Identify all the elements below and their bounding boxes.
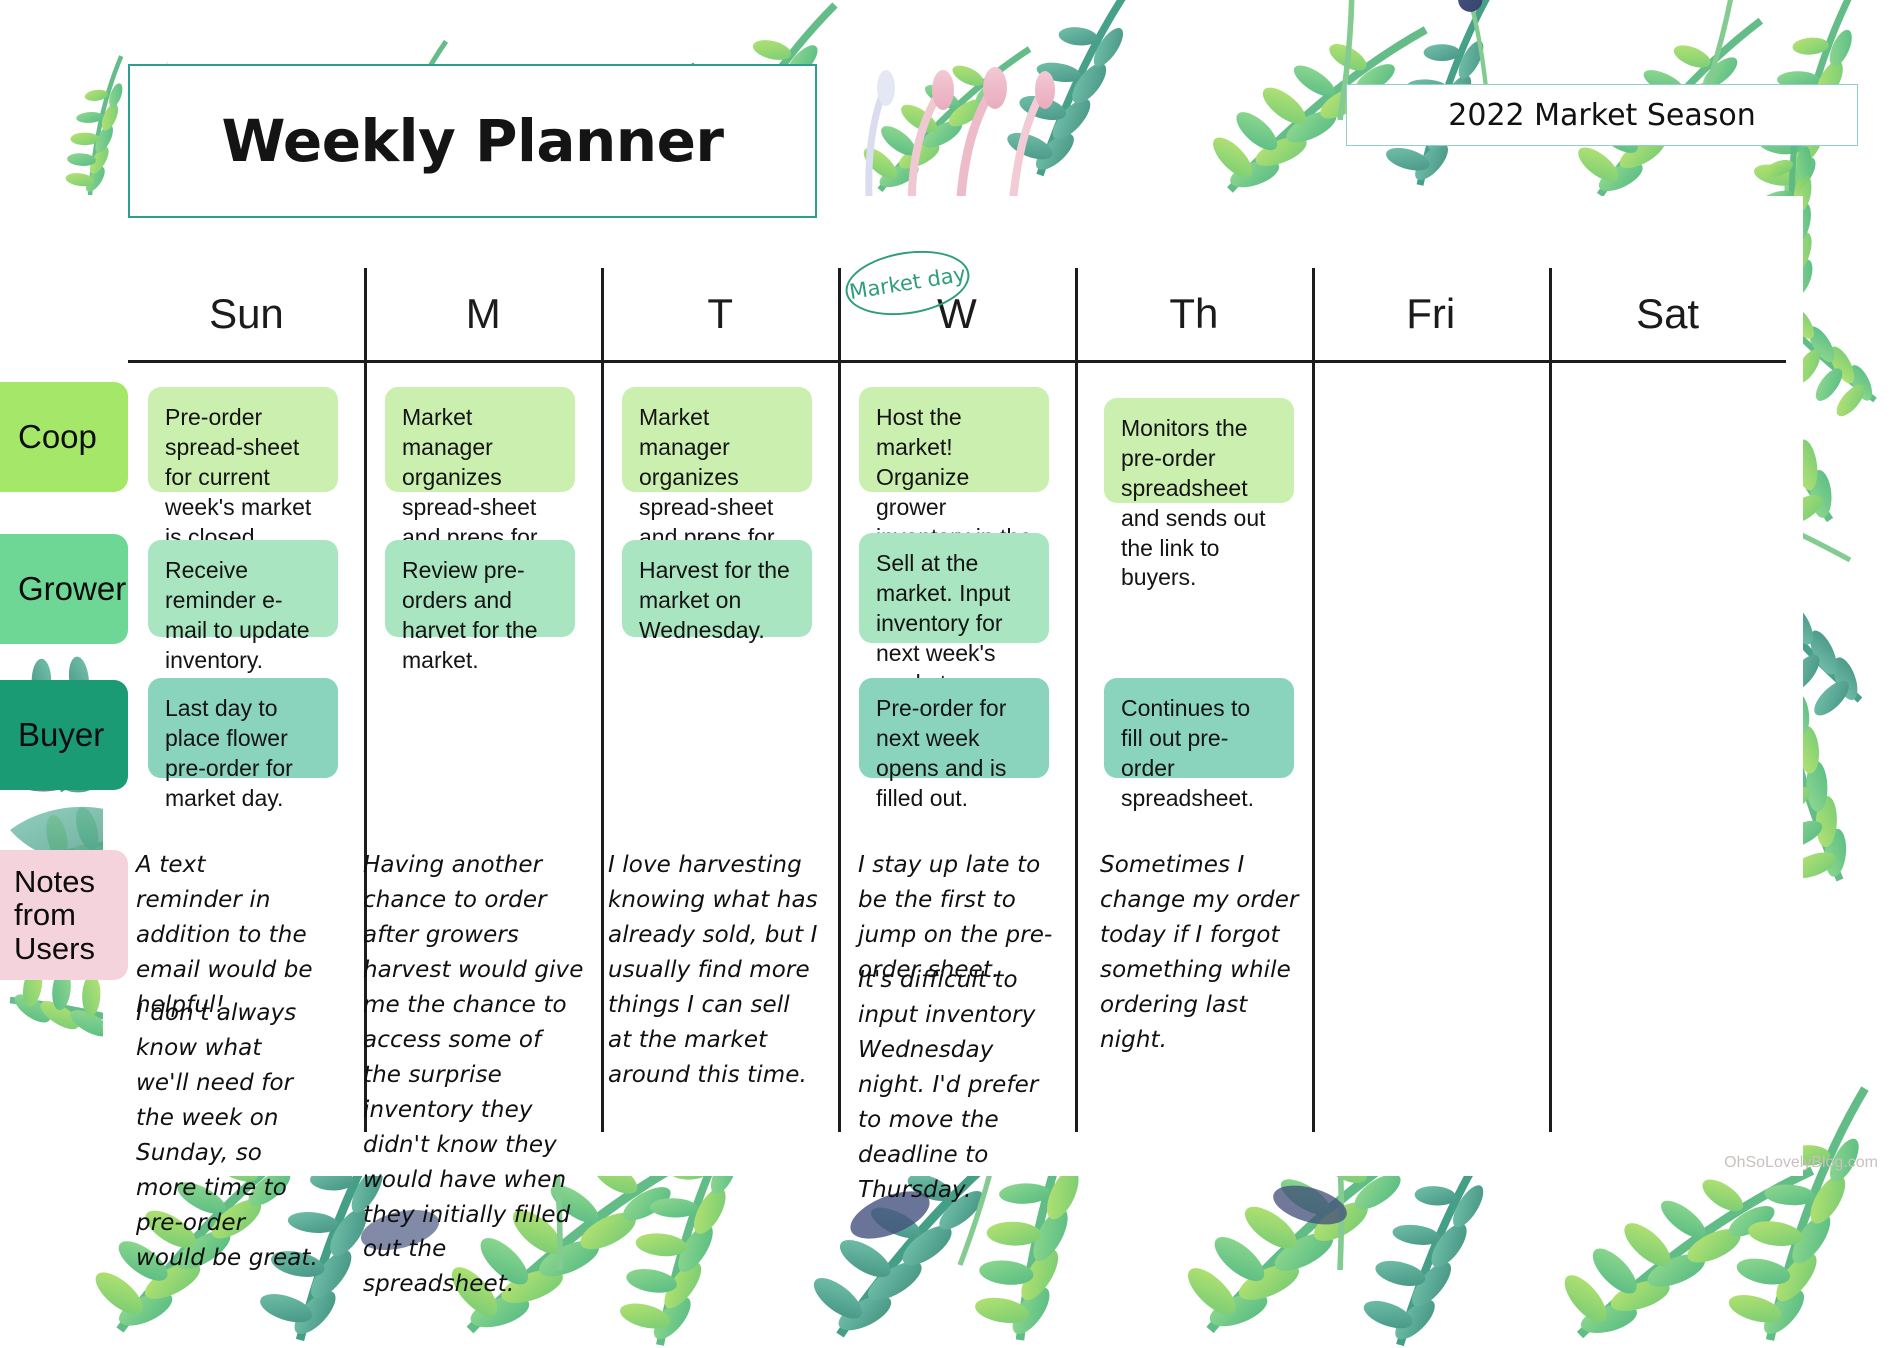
day-header-tue: T	[602, 268, 839, 360]
task-card-buyer-thu[interactable]: Continues to fill out pre-order spreadsh…	[1104, 678, 1294, 811]
note-mon-1: Having another chance to order after gro…	[363, 852, 584, 1298]
note-sun-2: I don't always know what we'll need for …	[136, 1000, 318, 1271]
note-thu-1: Sometimes I change my order today if I f…	[1100, 852, 1299, 1053]
page-title: Weekly Planner	[221, 107, 724, 175]
row-label-notes: Notes from Users	[0, 850, 128, 980]
day-label: M	[465, 290, 501, 337]
watermark: OhSoLovelyBlog.com	[1724, 1154, 1878, 1171]
column-divider	[1549, 268, 1552, 1132]
day-label: Fri	[1406, 290, 1456, 337]
task-card-grower-mon[interactable]: Review pre-orders and harvet for the mar…	[385, 540, 575, 673]
season-box: 2022 Market Season	[1346, 84, 1858, 146]
season-label: 2022 Market Season	[1448, 97, 1756, 133]
task-card-coop-sun[interactable]: Pre-order spread-sheet for current week'…	[148, 387, 338, 550]
task-card-grower-wed[interactable]: Sell at the market. Input inventory for …	[859, 533, 1049, 696]
task-card-buyer-wed[interactable]: Pre-order for next week opens and is fil…	[859, 678, 1049, 811]
row-label-text: Buyer	[18, 716, 105, 754]
task-card-coop-tue[interactable]: Market manager organizes spread-sheet an…	[622, 387, 812, 579]
row-label-coop: Coop	[0, 382, 128, 492]
note-tue-1: I love harvesting knowing what has alrea…	[608, 852, 818, 1088]
row-label-text: Coop	[18, 418, 97, 456]
day-label: T	[707, 290, 733, 337]
day-label: Th	[1169, 290, 1219, 337]
day-header-fri: Fri	[1312, 268, 1549, 360]
day-header-sun: Sun	[128, 268, 365, 360]
task-card-grower-sun[interactable]: Receive reminder e-mail to update invent…	[148, 540, 338, 673]
task-card-coop-wed[interactable]: Host the market! Organize grower invento…	[859, 387, 1049, 609]
day-label: Sat	[1636, 290, 1700, 337]
column-divider	[364, 268, 367, 1132]
task-card-buyer-sun[interactable]: Last day to place flower pre-order for m…	[148, 678, 338, 811]
column-divider	[1075, 268, 1078, 1132]
grid-top-rule	[128, 360, 1786, 363]
column-divider	[1312, 268, 1315, 1132]
task-card-coop-mon[interactable]: Market manager organizes spread-sheet an…	[385, 387, 575, 579]
day-header-thu: Th	[1075, 268, 1312, 360]
title-box: Weekly Planner	[128, 64, 817, 218]
column-divider	[838, 268, 841, 1132]
note-wed-1: I stay up late to be the first to jump o…	[858, 852, 1053, 983]
day-header-sat: Sat	[1549, 268, 1786, 360]
calendar-grid	[128, 268, 1786, 1132]
row-label-buyer: Buyer	[0, 680, 128, 790]
row-label-grower: Grower	[0, 534, 128, 644]
task-card-coop-thu[interactable]: Monitors the pre-order spreadsheet and s…	[1104, 398, 1294, 590]
day-header-wed: W	[839, 268, 1076, 360]
note-wed-2: It's difficult to input inventory Wednes…	[858, 967, 1039, 1203]
row-label-text: Notes from Users	[14, 863, 95, 966]
row-label-text: Grower	[18, 570, 127, 608]
column-divider	[601, 268, 604, 1132]
task-card-grower-tue[interactable]: Harvest for the market on Wednesday.	[622, 540, 812, 643]
day-header-mon: M	[365, 268, 602, 360]
day-label: Sun	[209, 290, 284, 337]
day-label: W	[937, 290, 977, 337]
